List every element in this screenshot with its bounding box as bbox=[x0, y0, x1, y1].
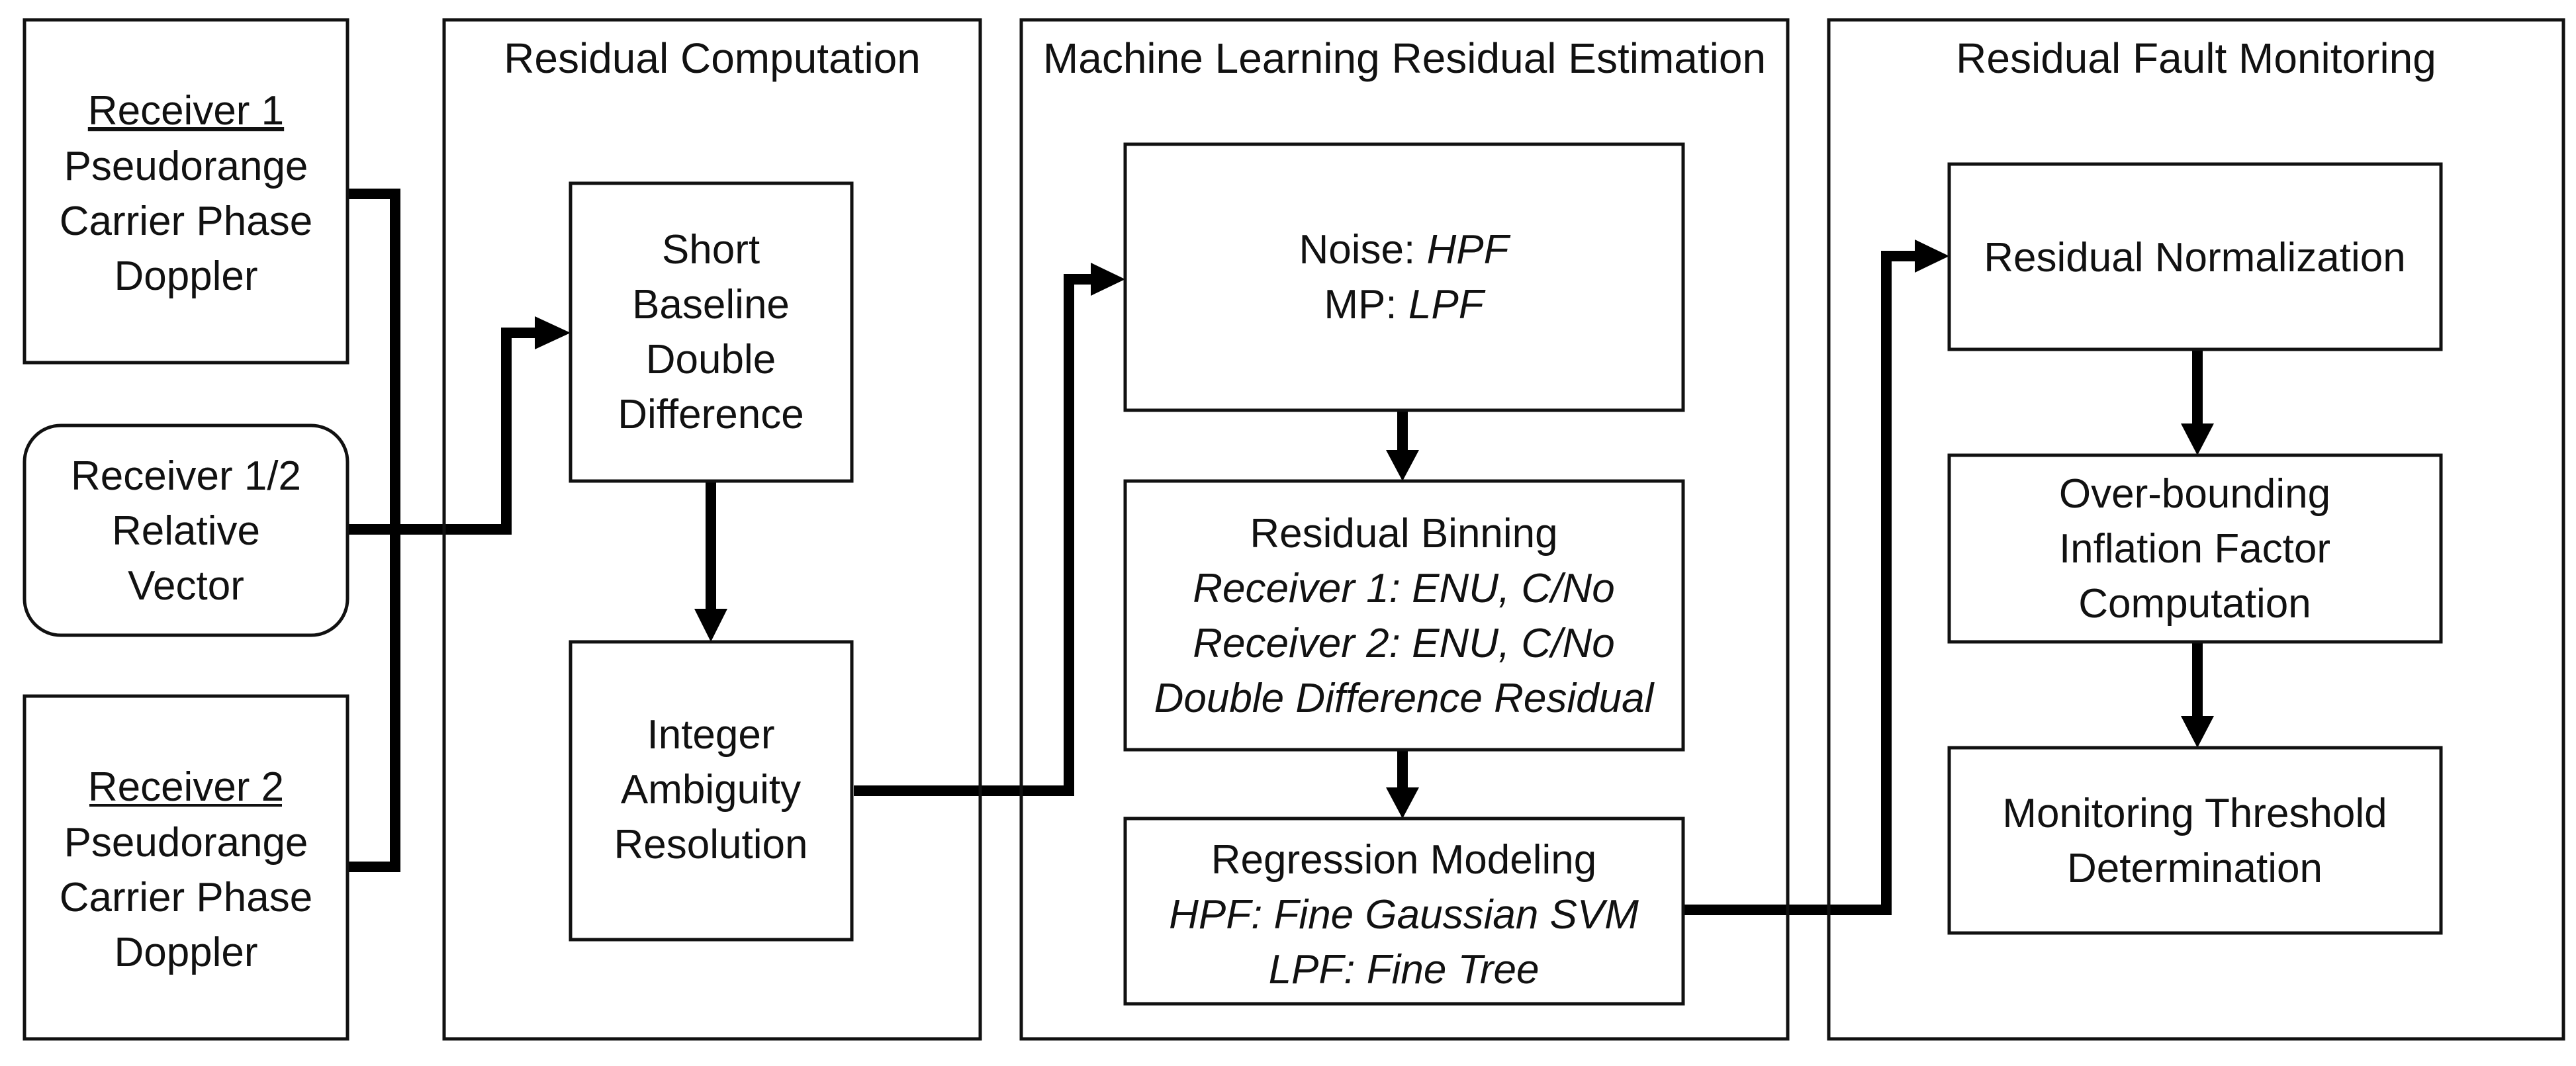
residual-normalization-box bbox=[1947, 162, 2443, 351]
noise-label: Noise: bbox=[1299, 227, 1427, 273]
relative-vector-line: Relative bbox=[112, 508, 260, 554]
regression-to-normalization-wire bbox=[1684, 251, 1915, 915]
receiver-1-line: Carrier Phase bbox=[60, 199, 312, 244]
ambiguity-resolution-line: Ambiguity bbox=[621, 767, 801, 813]
filter-block: Noise: HPF MP: LPF bbox=[1123, 142, 1685, 412]
arrowhead-normalization bbox=[1915, 240, 1949, 273]
arrowhead-threshold bbox=[2181, 716, 2214, 748]
ambiguity-resolution-line: Resolution bbox=[614, 822, 808, 867]
arrowhead-binning bbox=[1386, 450, 1419, 481]
filter-box bbox=[1123, 142, 1685, 412]
receiver-1-line: Pseudorange bbox=[64, 144, 308, 189]
ambiguity-to-filter-wire bbox=[854, 274, 1091, 796]
residual-binning-line: Receiver 1: ENU, C/No bbox=[1193, 566, 1614, 611]
section-ml-estimation bbox=[1019, 18, 1790, 1041]
residual-binning-box bbox=[1123, 479, 1685, 752]
noise-filter-text: Noise: HPF bbox=[1299, 227, 1511, 273]
arrowhead-ambiguity bbox=[694, 609, 727, 642]
arrowhead-overbounding bbox=[2181, 423, 2214, 455]
residual-normalization-block: Residual Normalization bbox=[1947, 162, 2443, 351]
threshold-line: Monitoring Threshold bbox=[2002, 791, 2387, 836]
ambiguity-resolution-line: Integer bbox=[647, 712, 774, 758]
double-difference-line: Difference bbox=[618, 392, 804, 437]
threshold-block: Monitoring Threshold Determination bbox=[1947, 746, 2443, 935]
receiver-2-block: Receiver 2 Pseudorange Carrier Phase Dop… bbox=[23, 694, 349, 1041]
double-difference-line: Baseline bbox=[632, 282, 790, 328]
section-fault-monitoring bbox=[1827, 18, 2565, 1041]
regression-modeling-line: LPF: Fine Tree bbox=[1269, 947, 1540, 993]
arrowhead-regression bbox=[1386, 787, 1419, 819]
ambiguity-resolution-block: Integer Ambiguity Resolution bbox=[569, 640, 854, 942]
residual-normalization-line: Residual Normalization bbox=[1984, 235, 2406, 281]
double-difference-box bbox=[569, 181, 854, 483]
section-title-residual-computation: Residual Computation bbox=[504, 34, 921, 82]
double-difference-line: Short bbox=[662, 227, 760, 273]
receiver-1-title: Receiver 1 bbox=[88, 88, 284, 134]
receiver-2-line: Doppler bbox=[114, 930, 257, 975]
receiver-1-line: Doppler bbox=[114, 253, 257, 299]
ambiguity-resolution-box bbox=[569, 640, 854, 942]
mp-value: LPF bbox=[1408, 282, 1486, 328]
residual-binning-block: Residual Binning Receiver 1: ENU, C/No R… bbox=[1123, 479, 1685, 752]
residual-binning-line: Double Difference Residual bbox=[1154, 676, 1655, 721]
threshold-line: Determination bbox=[2067, 846, 2323, 891]
regression-modeling-title: Regression Modeling bbox=[1211, 837, 1596, 883]
receiver-2-title: Receiver 2 bbox=[88, 764, 284, 810]
threshold-box bbox=[1947, 746, 2443, 935]
noise-value: HPF bbox=[1426, 227, 1510, 273]
relative-vector-box bbox=[23, 423, 349, 637]
receiver-2-box bbox=[23, 694, 349, 1041]
connectors bbox=[347, 189, 2214, 915]
mp-label: MP: bbox=[1324, 282, 1408, 328]
mp-filter-text: MP: LPF bbox=[1324, 282, 1485, 328]
section-title-ml-estimation: Machine Learning Residual Estimation bbox=[1043, 34, 1766, 82]
overbounding-line: Computation bbox=[2078, 581, 2311, 627]
overbounding-line: Inflation Factor bbox=[2059, 526, 2330, 572]
relative-vector-line: Receiver 1/2 bbox=[71, 453, 301, 499]
section-residual-computation bbox=[442, 18, 982, 1041]
receiver-1-block: Receiver 1 Pseudorange Carrier Phase Dop… bbox=[23, 18, 349, 365]
section-title-fault-monitoring: Residual Fault Monitoring bbox=[1956, 34, 2436, 82]
double-difference-line: Double bbox=[646, 337, 776, 382]
overbounding-box bbox=[1947, 453, 2443, 644]
residual-binning-line: Receiver 2: ENU, C/No bbox=[1193, 621, 1614, 666]
receiver-1-box bbox=[23, 18, 349, 365]
arrowhead-filter bbox=[1091, 263, 1125, 296]
overbounding-block: Over-bounding Inflation Factor Computati… bbox=[1947, 453, 2443, 644]
receiver-2-line: Pseudorange bbox=[64, 820, 308, 866]
overbounding-line: Over-bounding bbox=[2059, 471, 2330, 517]
relative-vector-block: Receiver 1/2 Relative Vector bbox=[23, 423, 349, 637]
regression-modeling-line: HPF: Fine Gaussian SVM bbox=[1169, 892, 1639, 938]
receiver-2-line: Carrier Phase bbox=[60, 875, 312, 920]
regression-modeling-box bbox=[1123, 817, 1685, 1006]
relative-vector-line: Vector bbox=[128, 563, 244, 609]
regression-modeling-block: Regression Modeling HPF: Fine Gaussian S… bbox=[1123, 817, 1685, 1006]
residual-binning-title: Residual Binning bbox=[1250, 511, 1557, 556]
arrowhead-double-difference bbox=[535, 316, 571, 349]
relative-to-double-difference-wire bbox=[347, 328, 535, 535]
double-difference-block: Short Baseline Double Difference bbox=[569, 181, 854, 483]
